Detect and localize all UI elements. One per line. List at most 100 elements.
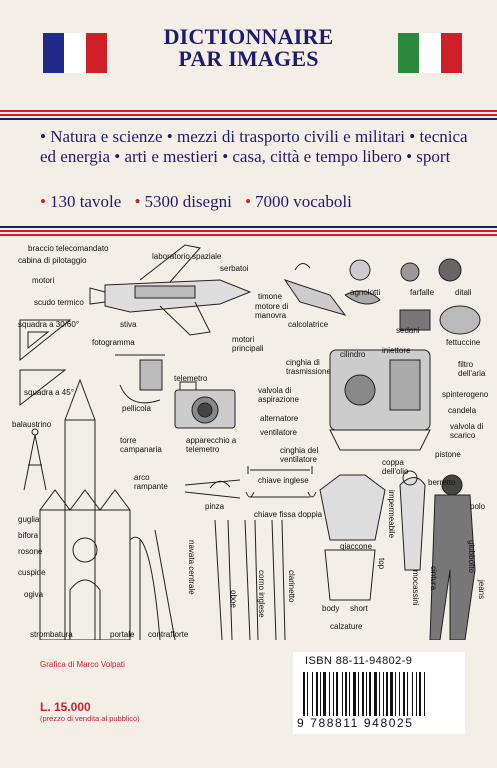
engine-icon [329,349,431,451]
divider-stripes-bottom [0,226,497,238]
label-chiave-fissa: chiave fissa doppia [254,510,323,519]
label-cinghia-trasm: cinghia di trasmissione [286,358,331,376]
barcode-bar [329,672,330,716]
label-giaccone: giaccone [340,542,373,551]
label-ogiva: ogiva [24,590,44,599]
barcode-bar [369,672,371,716]
label-body: body [322,604,340,613]
topics-list: • Natura e scienze • mezzi di trasporto … [40,127,468,166]
isbn-barcode-box: ISBN 88-11-94802-9 9 788811 948025 [293,652,465,734]
label-motore-manovra: motore di manovra [255,302,289,320]
label-giubbotto: giubbotto [467,540,476,573]
label-top: top [377,558,386,570]
book-title: DICTIONNAIRE PAR IMAGES [120,26,377,70]
barcode-bar [379,672,380,716]
illustration-drawings [19,244,481,640]
label-squadra30: squadra a 30/60° [18,320,80,329]
title-line-2: PAR IMAGES [178,46,319,71]
barcode-bar [320,672,321,716]
barcode-bar [374,672,377,716]
graphics-credit: Grafica di Marco Volpati [40,660,125,669]
divider-stripes-top [0,110,497,122]
barcode-bar [342,672,343,716]
barcode-bar [366,672,367,716]
label-ditali: ditali [455,288,472,297]
label-iniettore: iniettore [382,346,411,355]
label-torre: torre campanaria [120,436,162,454]
label-telemetro: telemetro [174,374,208,383]
label-oboe: oboe [229,590,238,608]
label-timone: timone [258,292,283,301]
topic-item: casa, città e tempo libero [232,146,402,166]
title-line-1: DICTIONNAIRE [163,24,334,49]
label-arco: arco rampante [134,473,168,491]
label-spinterogeno: spinterogeno [442,390,489,399]
label-agnolotti: agnolotti [350,288,381,297]
label-mocassini: mocassini [411,570,420,606]
label-ventilatore: ventilatore [260,428,297,437]
label-stiva: stiva [120,320,137,329]
topic-item: arti e mestieri [124,146,218,166]
barcode-bar [349,672,350,716]
stat-tables: 130 tavole [49,192,122,211]
stat-drawings: 5300 disegni [144,192,232,211]
label-farfalle: farfalle [410,288,435,297]
label-guglia: guglia [18,515,40,524]
illustration-collage: braccio telecomandato cabina di pilotagg… [10,240,489,640]
barcode-bar [424,672,425,716]
gothic-cathedral-icon [39,378,176,640]
label-contrafforte: contrafforte [148,630,189,639]
barcode-bar [307,672,308,716]
label-fettuccine: fettuccine [446,338,481,347]
barcode-bar [323,672,326,716]
label-calzature: calzature [330,622,363,631]
label-laboratorio: laboratorio spaziale [152,252,222,261]
topic-item: mezzi di trasporto civili e militari [176,127,405,146]
barcode-bar [312,672,313,716]
label-cinghia-vent: cinghia del ventilatore [280,446,319,464]
barcode-bar [383,672,384,716]
topic-item: sport [416,146,451,166]
label-cuspide: cuspide [18,568,46,577]
barcode-bar [395,672,396,716]
topic-item: Natura e scienze [50,127,163,146]
barcode-bar [419,672,421,716]
barcode-bar [412,672,413,716]
pliers-icon [184,479,241,499]
label-filtro: filtro dell'aria [458,360,486,378]
compass-icon [23,428,47,491]
label-fotogramma: fotogramma [92,338,135,347]
label-clarinetto: clarinetto [287,570,296,603]
isbn-number: ISBN 88-11-94802-9 [305,655,413,667]
label-motori-principali: motori principali [232,335,264,353]
label-coppa: coppa dell'olio [382,458,409,476]
barcode-bar [416,672,417,716]
label-balaustrino: balaustrino [12,420,52,429]
ean-number: 9 788811 948025 [297,716,414,730]
topic-item: tecnica ed energia [40,127,468,166]
barcode-icon [303,672,425,716]
barcode-bar [358,672,359,716]
label-motori: motori [32,276,55,285]
barcode-bar [336,672,338,716]
label-cabina: cabina di pilotaggio [18,256,87,265]
barcode-bar [362,672,364,716]
label-valvola-asp: valvola di aspirazione [258,386,299,404]
pasta-icon [344,258,481,335]
label-pellicola: pellicola [122,404,151,413]
barcode-bar [390,672,393,716]
barcode-bar [353,672,356,716]
barcode-bar [345,672,347,716]
price: L. 15.000 [40,700,91,714]
label-valvola-scarico: valvola di scarico [450,422,484,440]
camera-icon [174,381,236,429]
price-note: (prezzo di vendita al pubblico) [40,714,140,723]
calculator-icon [283,263,347,316]
label-serbatoi: serbatoi [220,264,249,273]
barcode-bar [399,672,400,716]
wrench-icon [245,466,317,498]
label-alternatore: alternatore [260,414,299,423]
france-flag-icon [43,33,107,73]
label-cilindro: cilindro [340,350,366,359]
label-corno-inglese: corno inglese [257,570,266,618]
